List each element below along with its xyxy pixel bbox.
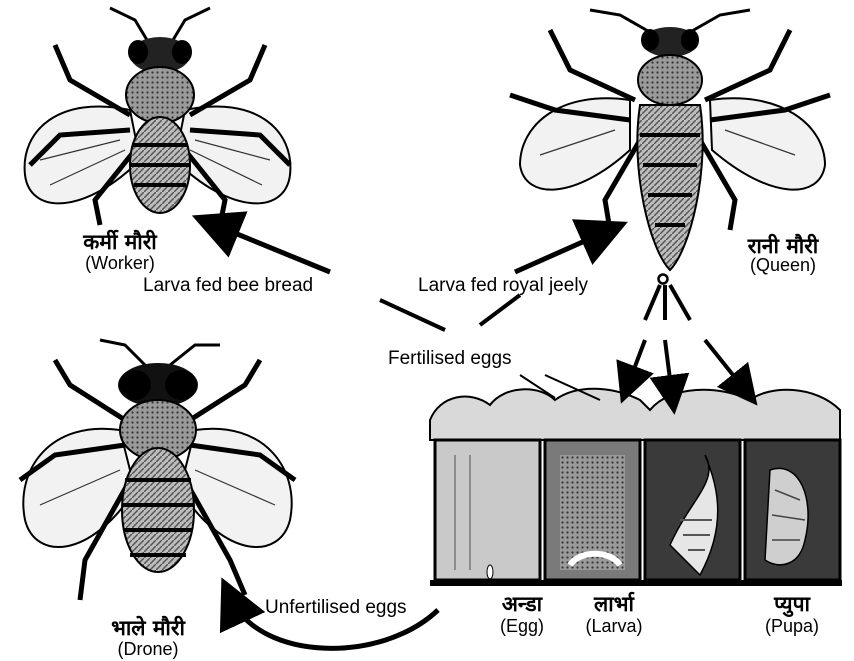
drone-label-local: भाले मौरी [111, 618, 185, 639]
queen-pointer-lines [628, 275, 745, 396]
queen-label-local: रानी मौरी [748, 236, 818, 257]
queen-label-en: (Queen) [750, 256, 816, 274]
worker-bee-illustration [25, 8, 291, 225]
worker-label-local: कर्मी मौरी [83, 232, 156, 253]
pupa-stage-label-local: प्युपा [774, 594, 810, 615]
pupa-stage-label-en: (Pupa) [765, 617, 819, 635]
larva-stage-label-en: (Larva) [585, 617, 642, 635]
queen-bee-illustration [510, 10, 830, 270]
drone-label-en: (Drone) [117, 640, 178, 658]
brood-cells-illustration [430, 389, 842, 586]
egg-cell [435, 440, 540, 580]
royal-jelly-caption: Larva fed royal jeely [418, 276, 588, 295]
egg-stage-label-local: अन्डा [502, 594, 542, 615]
arrow-to-worker [215, 225, 330, 272]
converging-lines-to-cells [380, 295, 520, 330]
bee-bread-caption: Larva fed bee bread [143, 276, 313, 295]
unfertilised-eggs-caption: Unfertilised eggs [265, 598, 407, 617]
arrow-to-queen [515, 232, 605, 272]
worker-label-en: (Worker) [85, 254, 155, 272]
drone-bee-illustration [20, 340, 295, 600]
egg-stage-label-en: (Egg) [500, 617, 544, 635]
larva-stage-label-local: लार्भा [594, 594, 634, 615]
fertilised-eggs-caption: Fertilised eggs [388, 349, 512, 368]
